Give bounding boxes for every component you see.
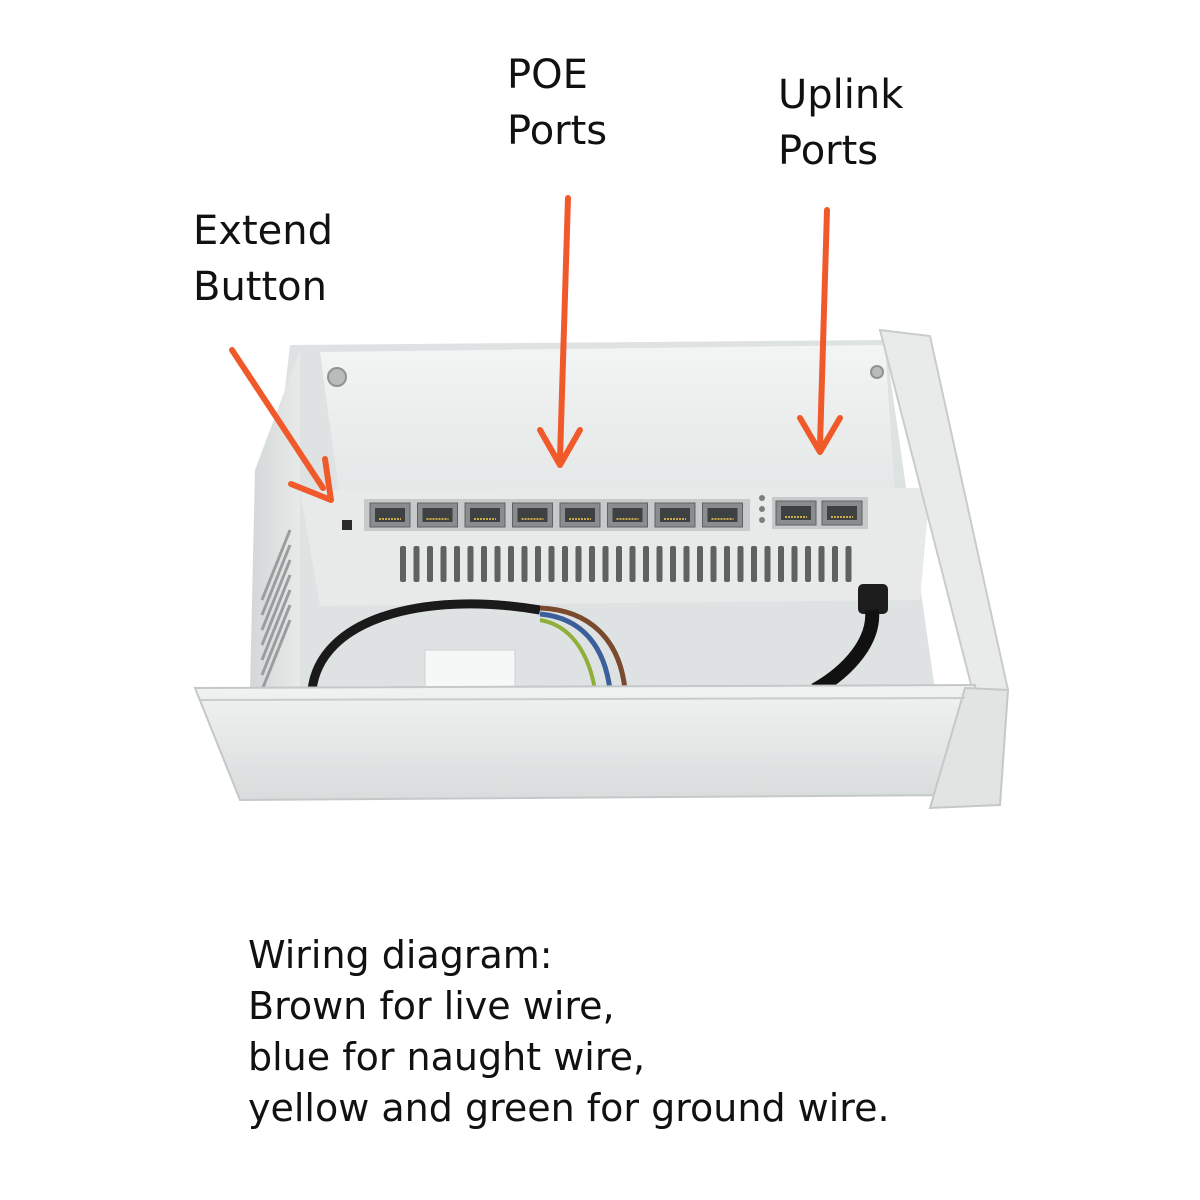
vent-slot bbox=[724, 546, 730, 582]
poe-port-7 bbox=[654, 502, 696, 528]
uplink-ports-label-line2: Ports bbox=[778, 128, 879, 174]
poe-ports-arrow bbox=[537, 195, 583, 468]
vent-slot bbox=[683, 546, 690, 582]
wire-brown bbox=[539, 605, 628, 691]
vent-slot bbox=[737, 546, 744, 582]
uplink-ports-label-line1: Uplink bbox=[778, 72, 904, 118]
vent-slot bbox=[413, 546, 420, 582]
poe-port-4 bbox=[512, 502, 553, 528]
vent-slot bbox=[616, 546, 622, 582]
uplink-ports-label: Uplink Ports bbox=[778, 67, 903, 179]
extend-button-label-line1: Extend bbox=[193, 208, 333, 254]
caption-line3: blue for naught wire, bbox=[248, 1035, 646, 1079]
cable-gland bbox=[858, 584, 888, 614]
power-cable-right bbox=[811, 609, 880, 697]
caption-line2: Brown for live wire, bbox=[248, 984, 615, 1028]
vent-slot bbox=[535, 546, 541, 582]
wiring-diagram-caption: Wiring diagram: Brown for live wire, blu… bbox=[248, 930, 890, 1134]
vent-slot bbox=[589, 546, 595, 582]
vent-slot bbox=[656, 546, 663, 582]
enclosure-front-panel bbox=[193, 683, 977, 802]
vent-slot bbox=[575, 546, 582, 582]
vent-slot bbox=[548, 546, 555, 582]
screw-icon bbox=[327, 367, 347, 387]
vent-slot bbox=[521, 546, 528, 582]
vent-slot bbox=[697, 546, 703, 582]
extend-button-arrow bbox=[229, 347, 334, 503]
vent-slot bbox=[602, 546, 609, 582]
psu-label-sticker bbox=[424, 649, 516, 691]
extend-button-label: Extend Button bbox=[193, 203, 333, 315]
uplink-ports bbox=[775, 500, 863, 526]
caption-line4: yellow and green for ground wire. bbox=[248, 1086, 890, 1130]
poe-ports-label-line2: Ports bbox=[507, 108, 608, 154]
poe-port-1 bbox=[369, 502, 411, 528]
vent-slot bbox=[764, 546, 771, 582]
vent-slot bbox=[562, 546, 568, 582]
vent-slot bbox=[494, 546, 501, 582]
vent-slot bbox=[427, 546, 433, 582]
extend-button-label-line2: Button bbox=[193, 264, 327, 310]
poe-port-6 bbox=[607, 502, 648, 528]
poe-ports-label-line1: POE bbox=[507, 52, 588, 98]
front-vent-slots bbox=[400, 546, 852, 582]
vent-slot bbox=[629, 546, 636, 582]
status-leds bbox=[759, 495, 765, 523]
left-wall-vents bbox=[260, 529, 292, 691]
vent-slot bbox=[710, 546, 717, 582]
poe-port-3 bbox=[464, 502, 506, 528]
poe-port-5 bbox=[559, 502, 601, 528]
vent-slot bbox=[454, 546, 460, 582]
uplink-port-1 bbox=[775, 500, 817, 526]
wire-blue bbox=[539, 611, 613, 691]
vent-slot bbox=[818, 546, 825, 582]
poe-port-8 bbox=[702, 502, 743, 528]
vent-slot bbox=[481, 546, 487, 582]
front-panel-right-edge bbox=[928, 686, 1010, 810]
vent-slot bbox=[805, 546, 811, 582]
vent-slot bbox=[670, 546, 676, 582]
vent-slot bbox=[751, 546, 757, 582]
vent-slot bbox=[791, 546, 798, 582]
screw-icon bbox=[870, 365, 884, 379]
vent-slot bbox=[467, 546, 474, 582]
extend-button[interactable] bbox=[342, 520, 352, 530]
poe-ports bbox=[369, 502, 743, 528]
vent-slot bbox=[643, 546, 649, 582]
uplink-ports-arrow bbox=[797, 207, 843, 455]
caption-line1: Wiring diagram: bbox=[248, 933, 553, 977]
front-panel-lip bbox=[199, 697, 966, 701]
vent-slot bbox=[440, 546, 447, 582]
wire-yellow-green bbox=[539, 618, 597, 691]
vent-slot bbox=[778, 546, 784, 582]
uplink-port-2 bbox=[821, 500, 863, 526]
power-cable-black bbox=[307, 599, 541, 691]
switch-top-panel bbox=[320, 345, 895, 500]
vent-slot bbox=[400, 546, 406, 582]
vent-slot bbox=[508, 546, 514, 582]
poe-ports-label: POE Ports bbox=[507, 47, 607, 159]
poe-port-2 bbox=[417, 502, 458, 528]
vent-slot bbox=[845, 546, 852, 582]
vent-slot bbox=[832, 546, 838, 582]
